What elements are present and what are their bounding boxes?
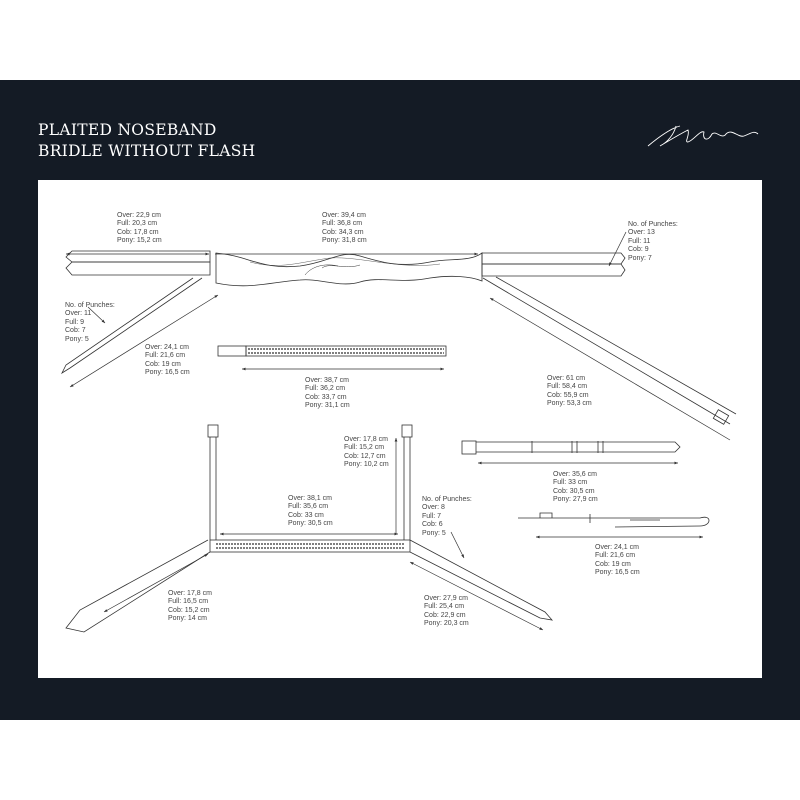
size-over: Over: 35,6 cm [553,471,597,478]
headstall-right-straps [481,252,626,277]
size-pony: Pony: 16,5 cm [145,369,190,377]
size-over: Over: 24,1 cm [595,544,639,551]
size-pony: Pony: 7 [628,254,652,262]
punches-heading: No. of Punches: [65,302,115,309]
size-over: Over: 38,7 cm [305,377,349,384]
size-over: Over: 27,9 cm [424,595,468,602]
cheekpiece [461,440,681,455]
size-cob: Cob: 7 [65,327,86,335]
size-over: Over: 39,4 cm [322,212,366,219]
size-full: Full: 58,4 cm [547,383,588,391]
size-pony: Pony: 14 cm [168,615,207,623]
page-title: PLAITED NOSEBAND BRIDLE WITHOUT FLASH [38,120,255,162]
size-cob: Cob: 6 [422,521,443,529]
size-full: Full: 33 cm [553,479,588,487]
size-full: Full: 25,4 cm [424,603,465,611]
size-over: Over: 17,8 cm [168,590,212,597]
size-pony: Pony: 16,5 cm [595,569,640,577]
size-cob: Cob: 15,2 cm [168,606,210,614]
size-cob: Cob: 17,8 cm [117,228,159,236]
size-full: Full: 36,2 cm [305,385,346,393]
bit-loop-strap [518,512,710,528]
size-cob: Cob: 33,7 cm [305,393,347,401]
size-pony: Pony: 27,9 cm [553,496,598,504]
size-over: Over: 24,1 cm [145,344,189,351]
browband [217,345,447,357]
size-pony: Pony: 15,2 cm [117,237,162,245]
size-pony: Pony: 30,5 cm [288,520,333,528]
size-cob: Cob: 9 [628,246,649,254]
size-over: Over: 22,9 cm [117,212,161,219]
size-over: Over: 17,8 cm [344,436,388,443]
size-full: Full: 9 [65,318,85,326]
size-pony: Pony: 5 [422,529,446,537]
punches-heading: No. of Punches: [628,221,678,228]
size-over: Over: 8 [422,504,445,512]
size-cob: Cob: 34,3 cm [322,228,364,236]
size-full: Full: 35,6 cm [288,503,329,511]
size-pony: Pony: 10,2 cm [344,461,389,469]
size-full: Full: 16,5 cm [168,598,209,606]
headstall-left-straps [65,250,211,276]
size-cob: Cob: 19 cm [145,360,181,368]
size-full: Full: 7 [422,512,442,520]
size-pony: Pony: 5 [65,335,89,343]
size-over: Over: 11 [65,310,92,318]
size-full: Full: 36,8 cm [322,220,363,228]
size-pony: Pony: 31,8 cm [322,237,367,245]
throatlatch-long-strap [482,276,737,425]
size-pony: Pony: 20,3 cm [424,620,469,628]
size-cob: Cob: 22,9 cm [424,611,466,619]
size-full: Full: 15,2 cm [344,444,385,452]
size-cob: Cob: 55,9 cm [547,391,589,399]
size-over: Over: 61 cm [547,375,586,382]
size-over: Over: 38,1 cm [288,495,332,502]
size-cob: Cob: 33 cm [288,511,324,519]
size-full: Full: 21,6 cm [145,352,186,360]
size-cob: Cob: 19 cm [595,560,631,568]
size-full: Full: 20,3 cm [117,220,158,228]
size-over: Over: 13 [628,229,655,237]
brand-logo [647,125,759,147]
title-line-2: BRIDLE WITHOUT FLASH [38,142,256,160]
size-cob: Cob: 12,7 cm [344,452,386,460]
size-cob: Cob: 30,5 cm [553,487,595,495]
punches-heading: No. of Punches: [422,496,472,503]
size-pony: Pony: 31,1 cm [305,402,350,410]
title-line-1: PLAITED NOSEBAND [38,121,217,139]
size-pony: Pony: 53,3 cm [547,400,592,408]
size-full: Full: 11 [628,237,651,245]
crown-piece [215,252,483,287]
size-full: Full: 21,6 cm [595,552,636,560]
dimension-arrows [66,231,731,631]
